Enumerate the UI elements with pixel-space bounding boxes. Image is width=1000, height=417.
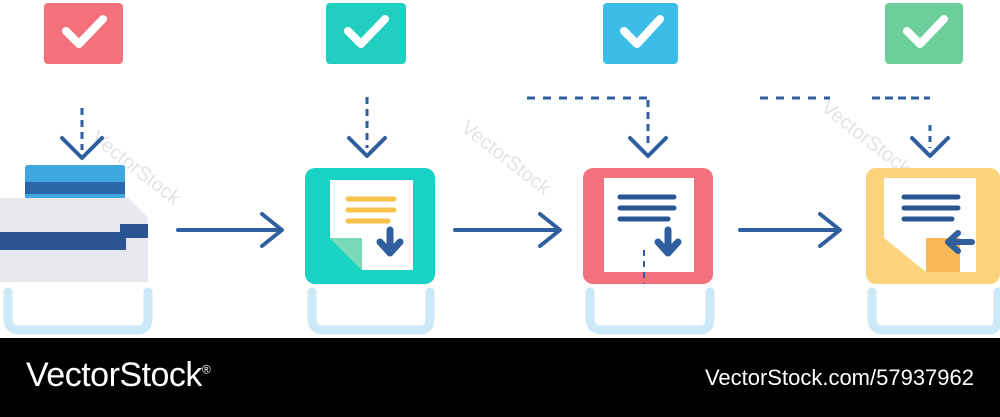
workflow-diagram: VectorStock VectorStock VectorStock xyxy=(0,3,1000,335)
stage-printer xyxy=(0,3,153,335)
file-sheet-tab xyxy=(120,224,148,238)
check-icon xyxy=(62,15,107,48)
document-fold xyxy=(330,238,362,270)
registered-mark: ® xyxy=(201,362,211,377)
document-lines xyxy=(345,196,397,224)
check-badge xyxy=(885,3,963,64)
watermark-text: VectorStock xyxy=(457,117,555,201)
download-icon xyxy=(654,226,682,257)
right-arrow-head xyxy=(538,212,562,248)
output-tray xyxy=(867,287,1000,335)
brand-logo: VectorStock® xyxy=(26,356,211,395)
file-sheet-band xyxy=(0,232,126,250)
document-page xyxy=(604,178,694,272)
watermark: VectorStock VectorStock VectorStock xyxy=(87,97,915,211)
file-stack-stripe xyxy=(25,182,125,194)
download-icon xyxy=(376,226,404,257)
arrow-head-icon xyxy=(910,136,950,158)
check-icon xyxy=(903,15,948,48)
stage-document-processing xyxy=(527,3,715,335)
output-tray xyxy=(3,287,153,335)
output-tray xyxy=(307,287,435,335)
check-badge xyxy=(44,3,123,64)
right-arrow-head xyxy=(818,212,842,248)
footer-bar: VectorStock® VectorStock.com/57937962 xyxy=(0,338,1000,417)
arrow-head-icon xyxy=(60,136,104,160)
watermark-text: VectorStock xyxy=(817,97,915,181)
output-tray xyxy=(585,287,715,335)
check-badge xyxy=(603,3,678,64)
arrow-head-icon xyxy=(347,136,387,158)
left-arrow-icon xyxy=(945,230,975,254)
check-icon xyxy=(344,15,389,48)
stage-document-in xyxy=(305,3,435,335)
stock-id: VectorStock.com/57937962 xyxy=(704,365,974,390)
check-icon xyxy=(620,15,664,48)
arrow-head-icon xyxy=(628,136,668,158)
right-arrow-head xyxy=(260,212,284,248)
stage-document-out xyxy=(760,3,1000,335)
document-lines xyxy=(901,194,961,222)
brand-name: VectorStock xyxy=(26,356,202,394)
document-lines xyxy=(617,194,677,222)
